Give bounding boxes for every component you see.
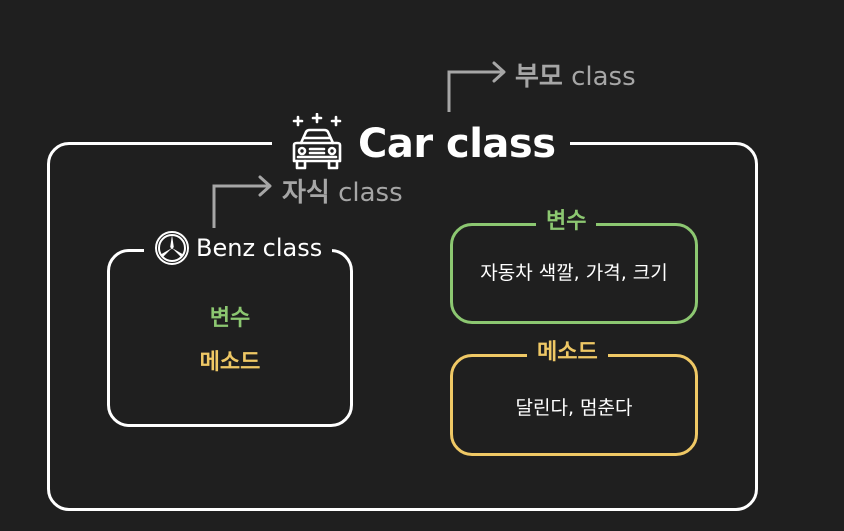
parent-label-korean: 부모 xyxy=(515,62,563,92)
parent-class-label: 부모 class xyxy=(515,56,636,93)
mercedes-logo-icon xyxy=(155,231,189,265)
parent-label-suffix: class xyxy=(562,62,636,92)
benz-class-header: Benz class xyxy=(144,228,333,268)
child-arrow xyxy=(212,175,272,236)
methods-title: 메소드 xyxy=(527,336,608,370)
car-icon xyxy=(292,113,342,170)
methods-content: 달린다, 멈춘다 xyxy=(515,397,633,419)
car-class-title: Car class xyxy=(358,121,556,167)
benz-variables-label: 변수 xyxy=(209,306,251,331)
benz-class-title: Benz class xyxy=(196,234,323,262)
child-class-label: 자식 class xyxy=(282,172,403,209)
car-class-header: Car class xyxy=(272,112,570,176)
variables-title: 변수 xyxy=(536,205,597,239)
child-label-korean: 자식 xyxy=(282,178,330,208)
child-label-suffix: class xyxy=(329,178,403,208)
parent-arrow xyxy=(447,61,506,116)
benz-methods-label: 메소드 xyxy=(199,350,261,375)
benz-class-frame xyxy=(107,249,353,427)
variables-content: 자동차 색깔, 가격, 크기 xyxy=(480,262,668,284)
